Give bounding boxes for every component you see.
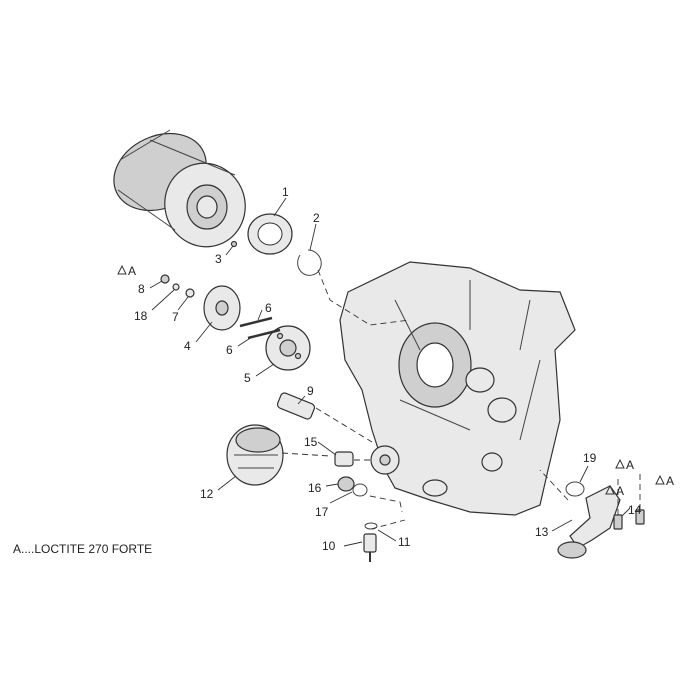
callout-17: 17 <box>315 505 329 519</box>
callout-13: 13 <box>535 525 549 539</box>
callout-16: 16 <box>308 481 322 495</box>
nut <box>160 274 170 284</box>
callouts: 1 2 3 4 5 6 6 7 8 9 10 11 12 13 14 15 16… <box>134 185 642 553</box>
lock-washer <box>172 283 180 291</box>
oil-pump <box>265 325 311 371</box>
loctite-mark: A <box>666 474 674 488</box>
clutch-basket <box>113 129 246 248</box>
loctite-marker-14c: A <box>655 474 674 488</box>
callout-19: 19 <box>583 451 597 465</box>
callout-6-lower: 6 <box>226 343 233 357</box>
callout-7: 7 <box>172 310 179 324</box>
callout-10: 10 <box>322 539 336 553</box>
loctite-mark: A <box>128 264 136 278</box>
loctite-mark: A <box>616 484 624 498</box>
loctite-mark: A <box>626 458 634 472</box>
pressure-sensor <box>363 533 377 562</box>
callout-9: 9 <box>307 384 314 398</box>
pipe-o-ring <box>565 481 585 497</box>
oil-pipe <box>557 485 621 559</box>
washer <box>185 288 195 298</box>
ring-gear <box>247 213 293 255</box>
callout-18: 18 <box>134 309 148 323</box>
callout-6-upper: 6 <box>265 301 272 315</box>
loctite-marker-8: A <box>117 264 136 278</box>
callout-2: 2 <box>313 211 320 225</box>
oil-filter <box>226 424 284 486</box>
crankcase <box>339 261 576 516</box>
loctite-note: A....LOCTITE 270 FORTE <box>13 542 152 556</box>
loctite-marker-14a: A <box>615 458 634 472</box>
gear <box>203 285 241 331</box>
leader-lines <box>149 197 641 547</box>
loctite-marker-14b: A <box>605 484 624 498</box>
callout-12: 12 <box>200 487 214 501</box>
plug <box>337 476 355 492</box>
pump-bolts <box>239 316 281 340</box>
callout-4: 4 <box>184 339 191 353</box>
pipe-screws <box>613 509 645 530</box>
callout-11: 11 <box>398 535 411 549</box>
callout-8: 8 <box>138 282 145 296</box>
o-ring <box>352 483 368 497</box>
callout-1: 1 <box>282 185 289 199</box>
callout-3: 3 <box>215 252 222 266</box>
callout-14: 14 <box>628 503 642 517</box>
filter-adapter <box>276 392 316 420</box>
callout-15: 15 <box>304 435 318 449</box>
pin <box>230 240 238 248</box>
callout-5: 5 <box>244 371 251 385</box>
circlip <box>297 249 322 276</box>
seal <box>334 451 354 467</box>
assembly-lines <box>281 269 641 530</box>
